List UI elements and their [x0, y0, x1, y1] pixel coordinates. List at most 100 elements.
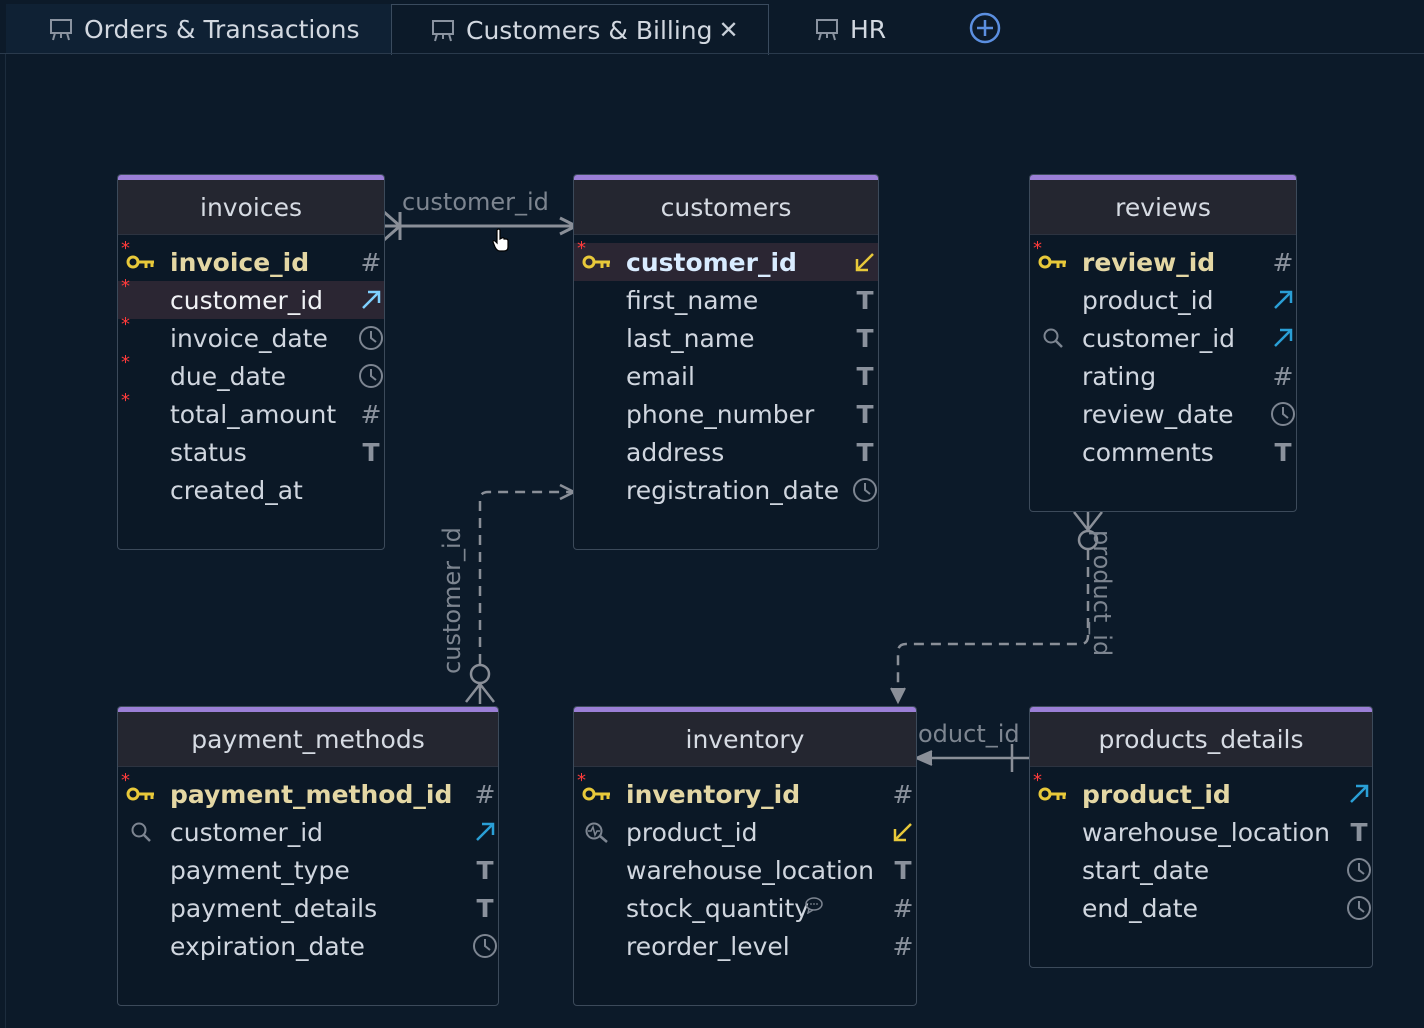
column-row[interactable]: start_date — [1030, 851, 1372, 889]
relation-label: customer_id — [402, 188, 549, 216]
tab-customers-billing[interactable]: Customers & Billing ✕ — [391, 4, 769, 55]
table-inventory[interactable]: inventory * inventory_id # product_id wa… — [573, 706, 917, 1006]
column-list: * product_id warehouse_location T start_… — [1030, 767, 1372, 927]
column-row[interactable]: rating # — [1030, 357, 1296, 395]
column-name: product_id — [626, 817, 758, 847]
text-type-icon: T — [856, 437, 874, 467]
column-row[interactable]: * due_date — [118, 354, 384, 395]
text-type-icon: T — [362, 437, 380, 467]
column-row[interactable]: status T — [118, 433, 384, 471]
tab-hr[interactable]: HR — [770, 4, 950, 54]
diagram-icon — [430, 17, 456, 43]
column-row[interactable]: first_name T — [574, 281, 878, 319]
table-accent — [574, 175, 878, 180]
column-row[interactable]: product_id — [1030, 281, 1296, 319]
table-title[interactable]: inventory — [574, 712, 916, 767]
column-row[interactable]: * product_id — [1030, 772, 1372, 813]
column-row[interactable]: * customer_id — [118, 276, 384, 319]
column-name: address — [626, 437, 725, 467]
number-type-icon: # — [360, 247, 382, 277]
table-title[interactable]: customers — [574, 180, 878, 235]
table-invoices[interactable]: invoices * invoice_id # * customer_id * … — [117, 174, 385, 550]
column-row[interactable]: payment_type T — [118, 851, 498, 889]
tab-label: Customers & Billing — [466, 15, 713, 45]
column-row[interactable]: email T — [574, 357, 878, 395]
relation-reviews-inventory[interactable] — [890, 511, 1103, 705]
column-name: status — [170, 437, 247, 467]
column-row[interactable]: last_name T — [574, 319, 878, 357]
column-name: end_date — [1082, 893, 1198, 923]
relation-products-inventory[interactable] — [913, 744, 1030, 772]
column-name: product_id — [1082, 779, 1231, 809]
column-name: warehouse_location — [1082, 817, 1330, 847]
column-row[interactable]: product_id — [574, 813, 916, 851]
column-name: stock_quantity — [626, 893, 810, 923]
column-name: customer_id — [1082, 323, 1236, 353]
tab-bar: Orders & Transactions Customers & Billin… — [0, 0, 1424, 55]
column-row[interactable]: registration_date — [574, 471, 878, 509]
text-type-icon: T — [1274, 437, 1292, 467]
table-products-details[interactable]: products_details * product_id warehouse_… — [1029, 706, 1373, 968]
column-name: customer_id — [626, 247, 797, 277]
number-type-icon: # — [360, 399, 382, 429]
table-payment-methods[interactable]: payment_methods * payment_method_id # cu… — [117, 706, 499, 1006]
number-type-icon: # — [892, 931, 914, 961]
column-row[interactable]: review_date — [1030, 395, 1296, 433]
table-title[interactable]: payment_methods — [118, 712, 498, 767]
tab-orders-transactions[interactable]: Orders & Transactions — [6, 4, 392, 54]
column-row[interactable]: * review_id # — [1030, 240, 1296, 281]
column-row[interactable]: warehouse_location T — [574, 851, 916, 889]
column-row[interactable]: created_at — [118, 471, 384, 509]
table-reviews[interactable]: reviews * review_id # product_id custome… — [1029, 174, 1297, 512]
foreign-key-arrow-icon — [358, 287, 384, 313]
clock-icon — [1270, 401, 1296, 427]
column-name: inventory_id — [626, 779, 801, 809]
text-type-icon: T — [856, 285, 874, 315]
table-accent — [118, 175, 384, 180]
column-name: invoice_date — [170, 323, 328, 353]
table-accent — [1030, 707, 1372, 712]
table-customers[interactable]: customers * customer_id first_name T las… — [573, 174, 879, 550]
required-marker: * — [121, 314, 130, 335]
column-row[interactable]: phone_number T — [574, 395, 878, 433]
column-row[interactable]: * total_amount # — [118, 392, 384, 433]
column-name: comments — [1082, 437, 1214, 467]
column-row[interactable]: * invoice_date — [118, 314, 384, 357]
relation-label: oduct_id — [918, 720, 1020, 748]
index-search-icon — [580, 820, 614, 844]
key-icon — [580, 782, 614, 806]
column-row[interactable]: expiration_date — [118, 927, 498, 965]
column-name: total_amount — [170, 399, 337, 429]
table-title[interactable]: invoices — [118, 180, 384, 235]
column-row[interactable]: address T — [574, 433, 878, 471]
column-row[interactable]: stock_quantity # — [574, 889, 916, 927]
text-type-icon: T — [476, 855, 494, 885]
column-name: expiration_date — [170, 931, 365, 961]
reference-arrow-icon — [890, 819, 916, 845]
close-icon[interactable]: ✕ — [718, 16, 739, 44]
diagram-icon — [48, 16, 74, 42]
column-row[interactable]: customer_id — [118, 813, 498, 851]
plus-circle-icon[interactable] — [968, 11, 1002, 45]
required-marker: * — [121, 276, 130, 297]
relation-payment-customers[interactable] — [465, 483, 577, 704]
column-row[interactable]: customer_id — [1030, 319, 1296, 357]
column-row[interactable]: payment_details T — [118, 889, 498, 927]
column-row[interactable]: * customer_id — [574, 240, 878, 281]
table-title[interactable]: products_details — [1030, 712, 1372, 767]
relation-invoices-customers[interactable] — [383, 210, 580, 242]
number-type-icon: # — [1272, 361, 1294, 391]
foreign-key-arrow-icon — [1270, 325, 1296, 351]
column-row[interactable]: warehouse_location T — [1030, 813, 1372, 851]
column-row[interactable]: end_date — [1030, 889, 1372, 927]
column-row[interactable]: * inventory_id # — [574, 772, 916, 813]
column-row[interactable]: reorder_level # — [574, 927, 916, 965]
comment-icon — [804, 891, 824, 920]
table-title[interactable]: reviews — [1030, 180, 1296, 235]
column-row[interactable]: * invoice_id # — [118, 240, 384, 281]
column-name: payment_type — [170, 855, 350, 885]
search-icon — [1036, 326, 1070, 350]
column-row[interactable]: comments T — [1030, 433, 1296, 471]
column-list: * customer_id first_name T last_name T e… — [574, 235, 878, 509]
column-row[interactable]: * payment_method_id # — [118, 772, 498, 813]
